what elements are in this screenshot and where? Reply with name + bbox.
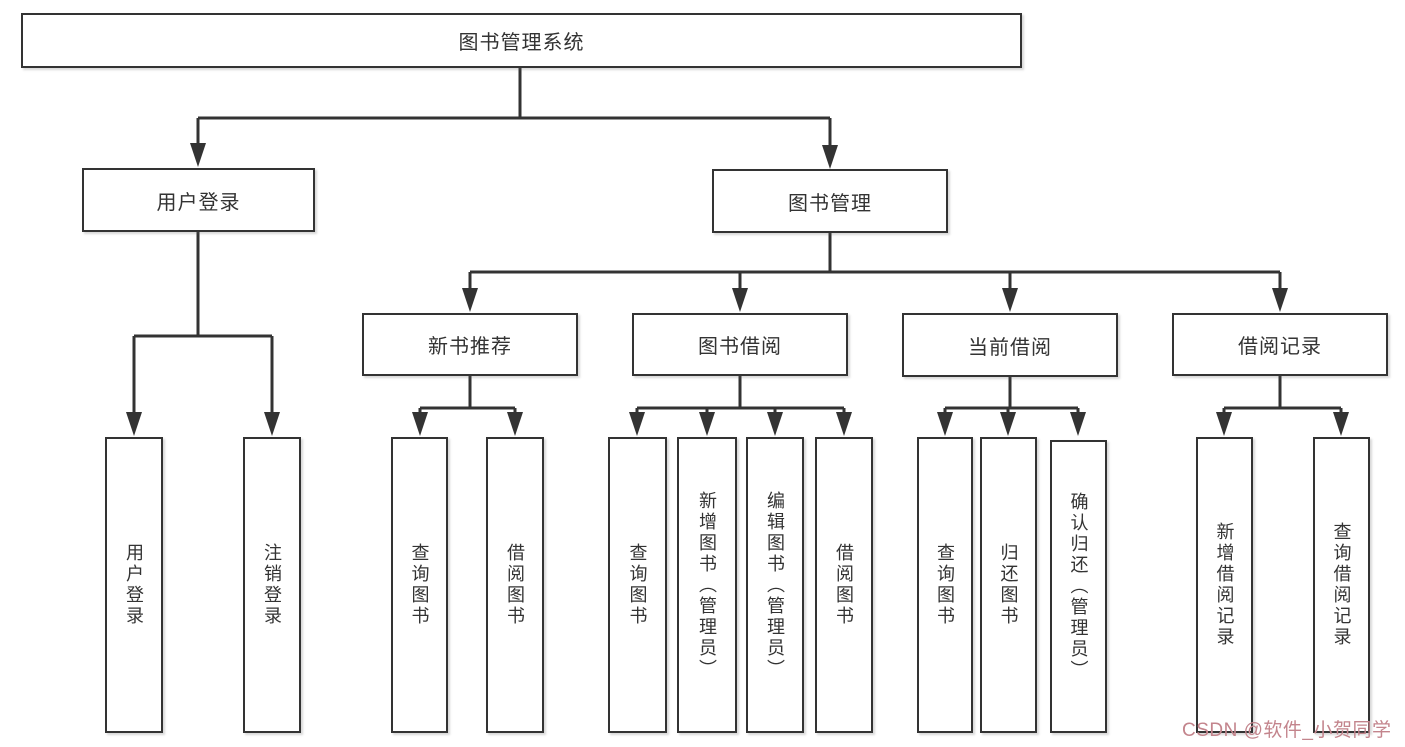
node-new-book-recommend: 新书推荐	[362, 313, 578, 376]
leaf-query-book-3: 查询图书	[917, 437, 973, 733]
leaf-return-book: 归还图书	[980, 437, 1037, 733]
leaf-edit-book-admin: 编辑图书（管理员）	[746, 437, 804, 733]
leaf-add-book-admin: 新增图书（管理员）	[677, 437, 737, 733]
leaf-query-book-1: 查询图书	[391, 437, 448, 733]
leaf-query-book-2: 查询图书	[608, 437, 667, 733]
node-book-management: 图书管理	[712, 169, 948, 233]
node-borrow-records: 借阅记录	[1172, 313, 1388, 376]
leaf-confirm-return-admin: 确认归还（管理员）	[1050, 440, 1107, 733]
node-current-borrow: 当前借阅	[902, 313, 1118, 377]
watermark: CSDN @软件_小贺同学	[1182, 720, 1392, 741]
node-root: 图书管理系统	[21, 13, 1022, 68]
leaf-add-borrow-record: 新增借阅记录	[1196, 437, 1253, 733]
node-user-login: 用户登录	[82, 168, 315, 232]
leaf-borrow-book-2: 借阅图书	[815, 437, 873, 733]
leaf-user-login: 用户登录	[105, 437, 163, 733]
leaf-query-borrow-record: 查询借阅记录	[1313, 437, 1370, 733]
arrowheads	[126, 143, 1349, 436]
node-book-borrow: 图书借阅	[632, 313, 848, 376]
leaf-borrow-book-1: 借阅图书	[486, 437, 544, 733]
leaf-logout: 注销登录	[243, 437, 301, 733]
